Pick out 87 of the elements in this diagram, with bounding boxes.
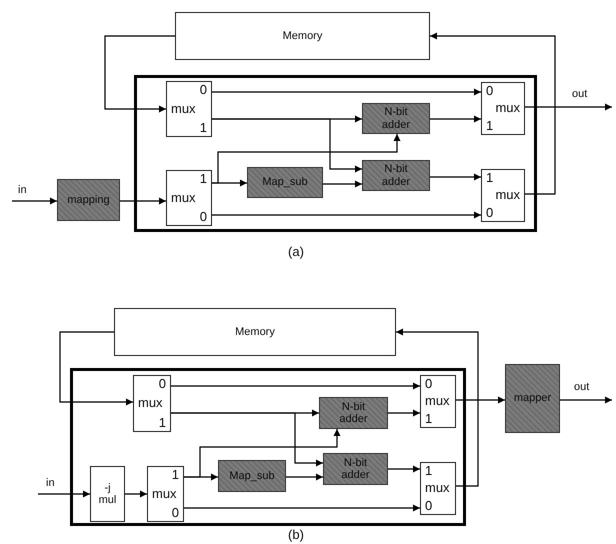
- connector-arrow: [171, 382, 420, 390]
- process-block: [247, 167, 323, 198]
- connector-arrow: [430, 174, 481, 180]
- port-label: 1: [425, 464, 432, 478]
- block-label: mapper: [514, 392, 552, 405]
- figure-caption: (b): [288, 528, 304, 541]
- process-block: [218, 460, 286, 492]
- connector-arrow: [120, 198, 166, 204]
- mux-block: [166, 81, 212, 137]
- block-label: mapping: [67, 194, 110, 206]
- memory-block: [175, 12, 430, 60]
- connector-arrow: [59, 331, 133, 406]
- edge-label: in: [46, 477, 55, 489]
- connector-arrow: [12, 198, 57, 204]
- block-label: Map_sub: [262, 176, 308, 189]
- process-block: [362, 160, 430, 191]
- block-label: -j mul: [98, 482, 118, 506]
- block-label: N-bit adder: [338, 400, 369, 426]
- connector-arrow: [125, 490, 147, 498]
- block-label: mux: [138, 396, 163, 411]
- edge-label: out: [572, 88, 588, 100]
- connector-arrow: [323, 180, 362, 188]
- block-label: Memory: [282, 30, 322, 42]
- port-label: 1: [200, 172, 207, 186]
- port-label: 1: [200, 120, 207, 135]
- port-label: 0: [425, 498, 432, 513]
- connector-arrow: [38, 490, 90, 498]
- connector-arrow: [456, 396, 505, 404]
- connector-arrow: [212, 88, 481, 96]
- mux-block: [420, 375, 456, 428]
- connector-arrow: [212, 212, 481, 218]
- process-block: [319, 397, 388, 429]
- connector-arrow: [388, 410, 420, 416]
- port-label: 0: [425, 377, 432, 392]
- port-label: 1: [172, 468, 179, 482]
- connector-arrow: [430, 116, 481, 122]
- block-label: N-bit adder: [380, 163, 412, 188]
- port-label: 0: [486, 84, 494, 98]
- process-block: [323, 453, 388, 485]
- block-label: mux: [425, 481, 450, 496]
- block-label: mux: [425, 394, 450, 409]
- port-label: 0: [172, 506, 179, 520]
- connector-arrow: [525, 104, 612, 110]
- port-label: 1: [486, 171, 494, 186]
- mux-block: [420, 462, 456, 515]
- block-label: mux: [171, 190, 196, 206]
- connector-arrow: [184, 504, 420, 512]
- connector-arrow: [104, 35, 175, 112]
- connector-arrow: [388, 466, 420, 472]
- connector-arrow: [184, 429, 340, 478]
- connector-arrow: [396, 328, 479, 487]
- connector-arrow: [212, 134, 400, 184]
- connector-arrow: [430, 32, 556, 195]
- process-block: [57, 179, 120, 221]
- edge-label: in: [18, 184, 27, 196]
- process-block: [505, 364, 560, 433]
- port-label: 0: [486, 206, 494, 220]
- memory-block: [114, 308, 396, 356]
- process-block: [362, 103, 430, 134]
- block-label: Memory: [235, 326, 275, 338]
- block-label: mux: [495, 188, 520, 203]
- port-label: 0: [158, 377, 166, 392]
- block-label: N-bit adder: [340, 456, 371, 482]
- mux-block: [481, 169, 525, 222]
- block-label: mux: [171, 102, 196, 116]
- edge-label: out: [574, 381, 590, 393]
- connector-arrow: [171, 412, 323, 466]
- port-label: 1: [486, 118, 494, 133]
- connector-arrow: [212, 118, 362, 172]
- connector-arrow: [286, 474, 323, 480]
- mux-block: [166, 170, 212, 226]
- module-frame: [70, 368, 466, 526]
- mux-block: [133, 375, 171, 432]
- connector-arrow: [560, 396, 612, 404]
- port-label: 0: [200, 210, 207, 224]
- port-label: 1: [425, 412, 432, 426]
- block-label: Map_sub: [229, 470, 275, 482]
- mux-block: [481, 82, 525, 135]
- multiplier-block: [90, 466, 125, 522]
- block-label: N-bit adder: [380, 106, 412, 131]
- figure-caption: (a): [288, 245, 304, 258]
- mux-block: [147, 466, 184, 522]
- port-label: 0: [200, 83, 207, 98]
- block-label: mux: [152, 486, 177, 502]
- block-label: mux: [495, 101, 520, 116]
- port-label: 1: [158, 416, 166, 430]
- module-frame: [134, 75, 537, 232]
